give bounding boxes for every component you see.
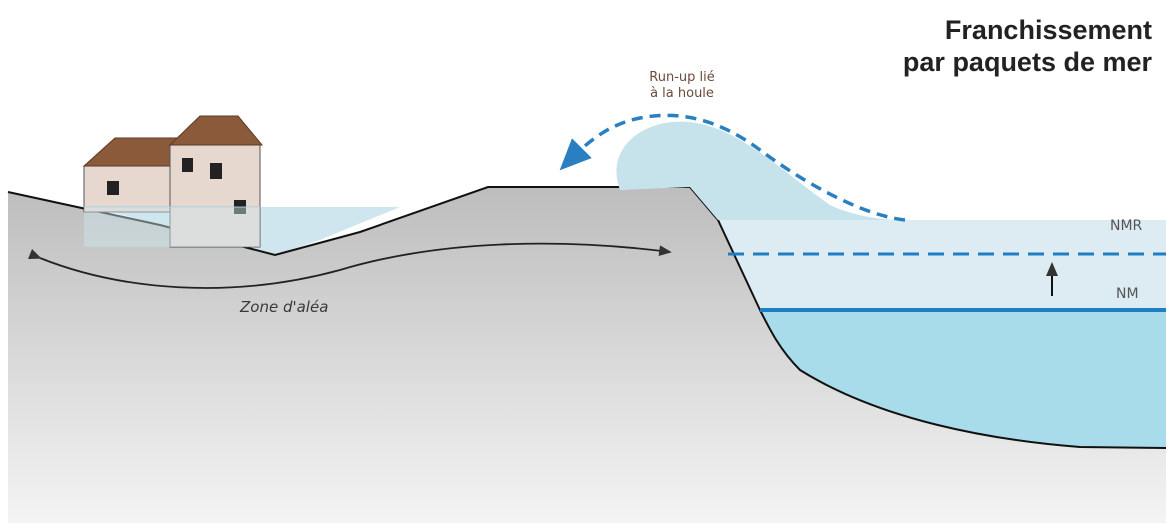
house-window	[182, 158, 193, 172]
diagram-title: Franchissement par paquets de mer	[903, 14, 1152, 78]
house-window	[210, 163, 222, 179]
house	[82, 115, 264, 248]
runup-arrow	[559, 113, 906, 222]
sea-deep-zone	[760, 310, 1166, 448]
runup-label: Run-up lié à la houle	[612, 70, 752, 102]
title-line-1: Franchissement	[944, 15, 1152, 45]
ground-land	[8, 187, 1166, 523]
title-line-2: par paquets de mer	[902, 47, 1152, 77]
runup-label-line-2: à la houle	[650, 86, 714, 101]
hazard-zone-arrow	[27, 242, 672, 289]
runup-label-line-1: Run-up lié	[649, 70, 715, 85]
nmr-label: NMR	[1110, 218, 1143, 234]
hazard-zone-label: Zone d'aléa	[240, 298, 329, 316]
house-window	[107, 181, 119, 195]
ground-outline	[7, 186, 1166, 449]
sea-raised-zone	[718, 220, 1166, 310]
nm-label: NM	[1116, 286, 1139, 302]
wave-breaker	[616, 121, 900, 220]
